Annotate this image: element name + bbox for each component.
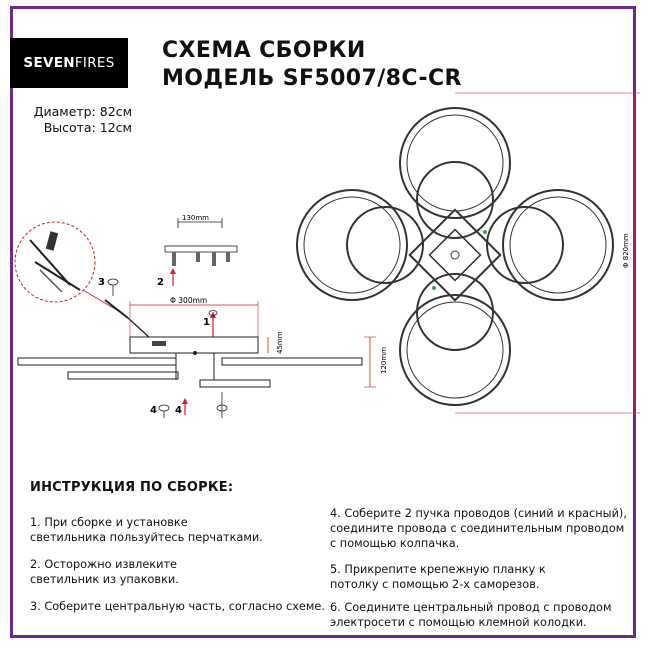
arm-back-right xyxy=(199,379,271,388)
magnifier-circle xyxy=(14,221,96,303)
total-diameter-dimension: Φ 820mm xyxy=(455,92,640,414)
height-text: Высота: 12см xyxy=(43,120,132,135)
arm-left xyxy=(17,357,177,366)
arm-right xyxy=(221,357,363,366)
bracket-screw-4 xyxy=(226,252,230,262)
ring-top-inner xyxy=(416,161,494,239)
step-marker-4a: 4 xyxy=(150,405,157,416)
bracket-screw-2 xyxy=(196,252,200,262)
ring-left-inner xyxy=(346,206,424,284)
light-arms-side-view xyxy=(17,353,363,388)
bracket-screw-1 xyxy=(172,252,176,266)
ring-left-outer xyxy=(296,189,408,301)
page-title: СХЕМА СБОРКИ МОДЕЛЬ SF5007/8C-CR xyxy=(162,37,462,93)
terminal-block xyxy=(152,341,166,346)
instruction-step-3: 3. Соберите центральную часть, согласно … xyxy=(30,600,325,613)
instruction-step-6: 6. Соедините центральный провод с провод… xyxy=(330,601,612,629)
step-marker-1: 1 xyxy=(203,317,210,328)
step-marker-4b: 4 xyxy=(175,405,182,416)
instruction-step-5: 5. Прикрепите крепежную планку к потолку… xyxy=(330,563,546,591)
total-diameter-label: Φ 820mm xyxy=(622,233,630,268)
instruction-step-4: 4. Соберите 2 пучка проводов (синий и кр… xyxy=(330,507,627,550)
canopy-body xyxy=(129,336,259,354)
assembly-drawing: 130mm 2 3 Φ 300mm 1 45mm xyxy=(14,92,640,418)
ring-right-outer xyxy=(502,189,614,301)
step-4-group: 4 4 xyxy=(150,392,228,418)
center-diamond-outer xyxy=(408,208,502,302)
arm-back-left xyxy=(67,371,179,380)
step-3-group: 3 xyxy=(98,277,151,339)
canopy-height-dimension: 45mm xyxy=(267,331,284,354)
title-line-2: МОДЕЛЬ SF5007/8C-CR xyxy=(162,66,462,91)
bracket-plate xyxy=(164,245,238,253)
center-hub xyxy=(450,250,460,260)
page-frame xyxy=(10,6,636,638)
canopy-dimension: Φ 300mm xyxy=(129,296,259,340)
connector-cap xyxy=(45,231,59,251)
wire-2 xyxy=(34,261,81,291)
step-3-part xyxy=(107,278,119,286)
wire-3 xyxy=(39,269,63,293)
diameter-text: Диаметр: 82см xyxy=(33,104,132,119)
instruction-step-2: 2. Осторожно извлеките светильник из упа… xyxy=(30,558,179,586)
ring-bottom-outer xyxy=(399,294,511,406)
total-height-dimension: 120mm xyxy=(364,336,388,388)
fixture-green-leds xyxy=(432,230,487,290)
fixture-top-view xyxy=(296,107,614,406)
mounting-bracket: 130mm 2 xyxy=(157,214,238,288)
magnifier-leader xyxy=(82,289,121,313)
canopy-diameter-label: Φ 300mm xyxy=(170,296,207,305)
logo-part-seven: SEVEN xyxy=(23,55,75,71)
bracket-width-label: 130mm xyxy=(182,214,209,222)
bracket-screw-3 xyxy=(212,252,216,266)
instructions-heading: ИНСТРУКЦИЯ ПО СБОРКЕ: xyxy=(30,480,234,495)
dimensions-block: Диаметр: 82см Высота: 12см xyxy=(28,104,132,136)
step-1-group: 1 xyxy=(203,310,218,338)
step-marker-2: 2 xyxy=(157,277,164,288)
canopy-height-label: 45mm xyxy=(276,331,284,354)
logo-part-fires: FIRES xyxy=(74,55,115,71)
wire-detail-magnifier xyxy=(14,221,121,313)
instruction-step-1: 1. При сборке и установке светильника по… xyxy=(30,516,263,544)
center-diamond-inner xyxy=(428,228,482,282)
wire-1 xyxy=(29,239,71,286)
ring-right-inner xyxy=(486,206,564,284)
step-marker-3: 3 xyxy=(98,277,105,288)
title-line-1: СХЕМА СБОРКИ xyxy=(162,38,366,63)
ring-bottom-inner xyxy=(416,273,494,351)
canopy-screw xyxy=(193,351,197,355)
ring-top-outer xyxy=(399,107,511,219)
total-height-label: 120mm xyxy=(380,347,388,374)
connecting-wire xyxy=(104,299,129,319)
